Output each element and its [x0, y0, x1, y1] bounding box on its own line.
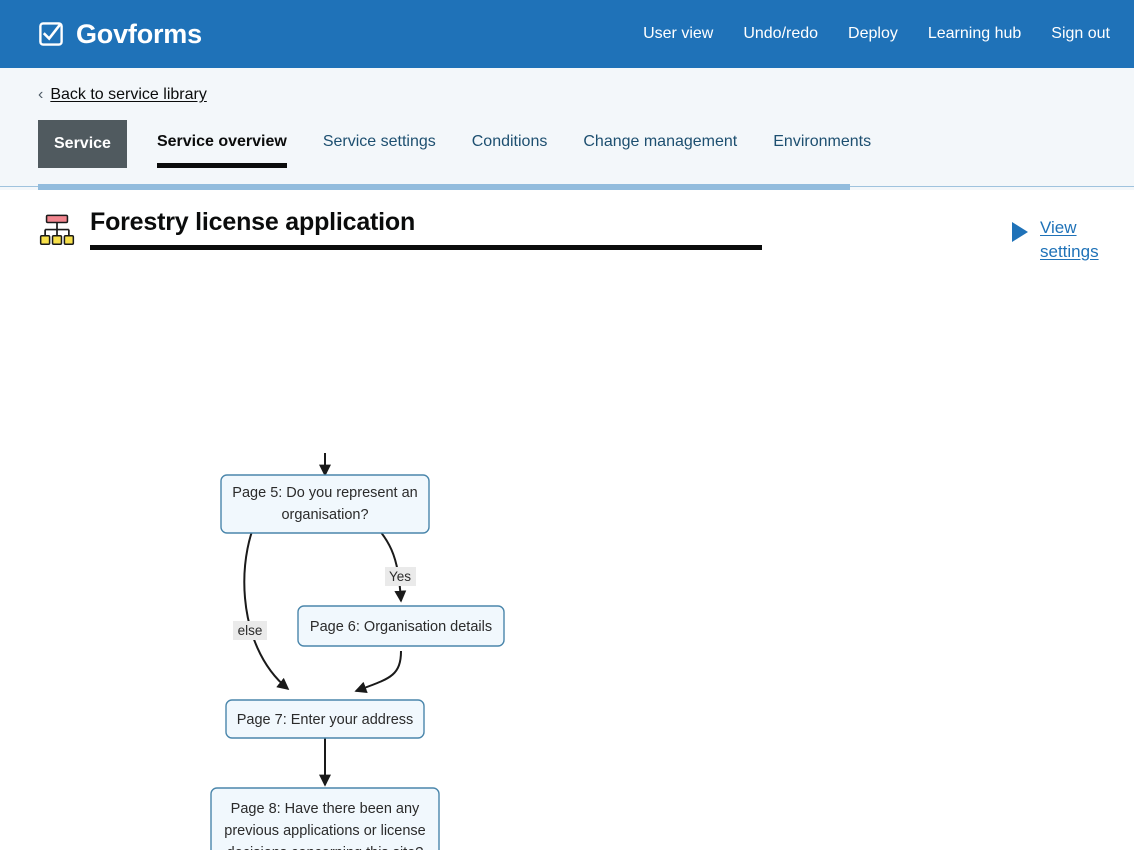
flow-node-page8-line1: Page 8: Have there been any [231, 801, 420, 817]
nav-learning-hub[interactable]: Learning hub [927, 25, 1022, 42]
nav-user-view[interactable]: User view [643, 25, 714, 42]
flow-node-page7-line1: Page 7: Enter your address [237, 712, 414, 728]
view-settings-link[interactable]: View settings [1040, 218, 1099, 261]
app-header: Govforms User view Undo/redo Deploy Lear… [0, 0, 1134, 68]
flow-svg: Page 5: Do you represent an organisation… [210, 453, 505, 850]
edge-label-page5-yes: Yes [385, 567, 416, 586]
service-badge: Service [38, 120, 127, 168]
flow-node-page5-line2: organisation? [281, 507, 368, 523]
svg-text:else: else [238, 623, 263, 638]
brand-name: Govforms [76, 18, 202, 49]
tab-service-settings[interactable]: Service settings [322, 133, 436, 150]
flow-node-page8[interactable]: Page 8: Have there been any previous app… [210, 787, 440, 850]
tab-divider-thick [38, 184, 850, 190]
nav-deploy[interactable]: Deploy [848, 25, 898, 42]
edge-page6-to-page7 [354, 650, 402, 693]
flow-node-page6[interactable]: Page 6: Organisation details [297, 605, 505, 647]
tab-bar: Service Service overview Service setting… [38, 120, 1134, 176]
nav-sign-out[interactable]: Sign out [1051, 25, 1110, 42]
edge-page5-to-page7 [243, 509, 290, 691]
nav-undo-redo[interactable]: Undo/redo [743, 25, 819, 42]
top-navigation: User view Undo/redo Deploy Learning hub … [643, 25, 1110, 43]
checkbox-checked-icon [39, 22, 63, 46]
tab-change-management[interactable]: Change management [583, 133, 738, 150]
svg-text:Yes: Yes [389, 569, 411, 584]
brand-logo[interactable]: Govforms [38, 19, 202, 50]
main-content: Forestry license application View settin… [0, 190, 1134, 850]
view-settings-control[interactable]: View settings [1012, 208, 1110, 264]
back-to-service-library-link[interactable]: Back to service library [50, 86, 207, 103]
flow-node-page5[interactable]: Page 5: Do you represent an organisation… [220, 474, 430, 534]
flow-node-page8-line2: previous applications or license [224, 823, 426, 839]
flowchart-icon [39, 214, 75, 246]
tab-conditions[interactable]: Conditions [471, 133, 548, 150]
flow-node-page6-line1: Page 6: Organisation details [310, 619, 492, 635]
page-title-block: Forestry license application [90, 208, 764, 250]
play-triangle-icon [1012, 222, 1028, 242]
title-underline [90, 244, 762, 250]
edge-label-page5-else: else [233, 621, 267, 640]
chevron-left-icon: ‹ [38, 86, 44, 103]
flow-node-page7[interactable]: Page 7: Enter your address [225, 699, 425, 739]
sub-header: ‹ Back to service library Service Servic… [0, 68, 1134, 190]
tab-environments[interactable]: Environments [773, 133, 872, 150]
flow-node-page5-line1: Page 5: Do you represent an [232, 485, 417, 501]
service-flow-diagram: Page 5: Do you represent an organisation… [0, 445, 1134, 850]
breadcrumb: ‹ Back to service library [38, 68, 1134, 104]
tab-service-overview[interactable]: Service overview [139, 120, 305, 176]
page-title: Forestry license application [90, 208, 416, 236]
flow-node-page8-line3: decisions concerning this site? [227, 845, 424, 850]
page-title-row: Forestry license application View settin… [0, 190, 1134, 264]
